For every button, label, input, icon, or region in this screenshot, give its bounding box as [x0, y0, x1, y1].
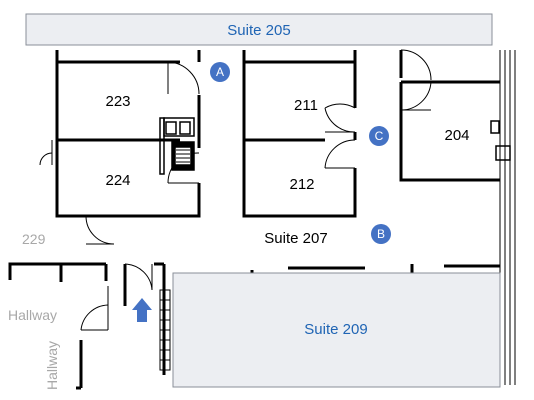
room-204-label: 204: [444, 127, 469, 144]
marker-c[interactable]: C: [369, 126, 389, 146]
room-223-label: 223: [105, 93, 130, 110]
suite-205-label: Suite 205: [227, 22, 290, 39]
rooms-223-224-walls: [55, 50, 201, 218]
marker-a[interactable]: A: [210, 62, 230, 82]
room-224-label: 224: [105, 172, 130, 189]
marker-b-label: B: [377, 227, 385, 241]
door-swings-211-212: [324, 103, 356, 169]
kitchen-grill: [176, 149, 190, 163]
suite-209-edge: [159, 289, 171, 371]
up-arrow-icon: [132, 298, 152, 322]
suite-207-label: Suite 207: [264, 230, 327, 247]
suite-209-label: Suite 209: [304, 321, 367, 338]
exterior-right-wall: [499, 50, 516, 385]
rooms-211-212-walls: [242, 50, 357, 218]
marker-b[interactable]: B: [371, 224, 391, 244]
kitchenette: [159, 117, 195, 175]
marker-c-label: C: [375, 129, 384, 143]
hallway-walls: [8, 262, 166, 390]
suite-205-panel[interactable]: [25, 13, 493, 46]
room-212-label: 212: [289, 176, 314, 193]
door-swing-hallway: [80, 263, 153, 331]
suite-209-panel[interactable]: [172, 272, 501, 388]
room-204-walls: [399, 50, 500, 182]
door-swing-229: [85, 215, 115, 245]
door-swing-204: [400, 49, 432, 111]
hallway-vertical-label: Hallway: [44, 341, 60, 390]
room-211-label: 211: [294, 97, 318, 114]
room-229-label: 229: [22, 231, 46, 247]
marker-a-label: A: [216, 65, 224, 79]
hallway-horizontal-label: Hallway: [8, 307, 57, 323]
